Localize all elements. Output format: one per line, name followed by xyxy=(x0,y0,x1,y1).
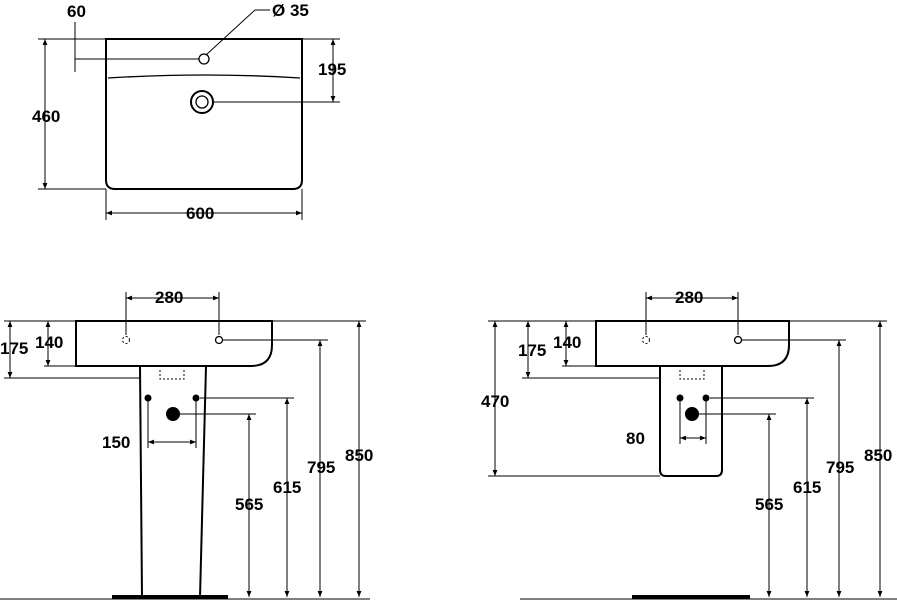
semi-dim-470-label: 470 xyxy=(481,392,509,411)
semi-dim-565-label: 565 xyxy=(755,495,783,514)
ped-dim-175-label: 175 xyxy=(0,339,28,358)
semi-basin-outline xyxy=(595,320,790,367)
dim-offset-label: 60 xyxy=(67,2,86,21)
dim-hole-label: Ø 35 xyxy=(272,1,309,20)
dim-width-label: 600 xyxy=(186,204,214,223)
pedestal-basin-outline xyxy=(75,320,273,367)
waste-outlet xyxy=(166,407,180,421)
semi-dim-850-label: 850 xyxy=(864,446,892,465)
semi-dim-795-label: 795 xyxy=(826,458,854,477)
dim-depth-label: 460 xyxy=(32,107,60,126)
top-view: 60 Ø 35 195 460 600 xyxy=(32,1,346,223)
semi-dim-615-label: 615 xyxy=(793,478,821,497)
ped-dim-565-label: 565 xyxy=(235,495,263,514)
semi-waste-outlet xyxy=(685,407,699,421)
semi-dim-140-label: 140 xyxy=(553,333,581,352)
dim-depth-to-hole-label: 195 xyxy=(318,60,346,79)
semi-dim-supply-spacing-label: 80 xyxy=(626,429,645,448)
ped-dim-615-label: 615 xyxy=(273,478,301,497)
pedestal-column xyxy=(139,365,207,598)
pedestal-view: 280 175 140 150 565 615 795 850 xyxy=(0,288,373,600)
semi-dim-175-label: 175 xyxy=(518,341,546,360)
semi-dim-tap-spacing-label: 280 xyxy=(675,288,703,307)
drain-outer xyxy=(190,90,214,114)
tap-hole xyxy=(198,53,210,65)
basin-inner-rim xyxy=(107,74,301,79)
basin-top-outline xyxy=(105,38,303,190)
semi-pedestal-shroud xyxy=(659,366,723,477)
ped-dim-supply-spacing-label: 150 xyxy=(102,433,130,452)
ped-dim-140-label: 140 xyxy=(35,333,63,352)
ped-dim-tap-spacing-label: 280 xyxy=(155,288,183,307)
ped-dim-795-label: 795 xyxy=(307,458,335,477)
semi-pedestal-view: 280 470 175 140 80 565 615 795 850 xyxy=(481,288,897,600)
ped-dim-850-label: 850 xyxy=(345,446,373,465)
drain-inner xyxy=(195,95,209,109)
